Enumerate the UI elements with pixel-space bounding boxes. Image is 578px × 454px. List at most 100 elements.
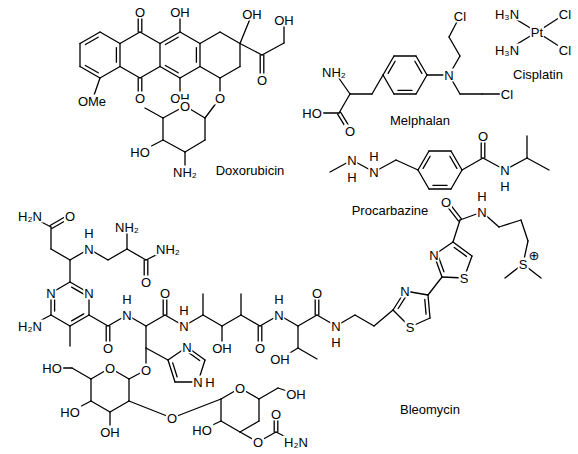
atom-label: N [45,287,56,300]
atom-label: N [192,376,203,389]
bond-line [172,399,221,418]
atom-label: OH [169,6,191,19]
atom-label: N [83,243,94,256]
atom-label: H₂N [283,436,309,449]
atom-label: O [166,412,178,425]
atom-label: N [346,154,357,167]
bond-line [298,348,317,359]
bond-line [374,310,393,326]
bond-line [72,314,84,321]
bond-line [220,399,221,421]
atom-label: OH [273,14,295,27]
atom-label: NH₂ [172,166,198,179]
bond-line [128,379,129,401]
atom-label: O [214,92,226,105]
atom-label: H₂N [17,320,43,333]
atom-label: O [252,436,264,449]
bond-line [526,136,527,158]
bond-line [159,44,160,67]
bond-line [462,158,483,170]
atom-label: H₂N [17,210,43,223]
bond-line [51,249,70,260]
atom-label: O [270,408,282,421]
bond-line [372,75,383,94]
bond-line [119,44,120,67]
bond-line [258,399,259,421]
atom-label: O [104,362,116,375]
atom-label: H [204,376,215,389]
atom-label: N [330,320,341,333]
bond-line [168,360,175,382]
atom-label: H [83,227,94,240]
atom-label: OH [285,388,307,401]
bond-line [120,32,140,44]
atom-label: O [344,125,356,138]
bond-line [185,140,205,152]
atom-label: NH₂ [321,66,347,79]
bond-line [240,44,262,56]
bond-line [140,32,160,44]
atom-label: H [368,150,379,163]
bond-line [204,118,205,140]
bond-line [180,32,200,44]
skeleton-group [30,201,541,442]
atom-label: O [256,74,268,87]
atom-label: OH [99,426,121,439]
bond-line [240,421,259,432]
bond-line [418,170,429,189]
bond-line [451,170,462,189]
atom-label: N [499,164,510,177]
atom-label: Cl [558,44,572,57]
atom-label: Pt [530,26,544,39]
atom-label: H₃N [494,44,520,57]
bond-line [416,75,427,94]
atom-label: N [121,309,132,322]
compound-name: Bleomycin [399,403,461,416]
bond-line [429,150,451,151]
bond-line [394,93,416,94]
bond-line [180,67,200,79]
bond-line [146,315,165,326]
bond-line [449,37,460,56]
atom-label: NH₂ [155,243,181,256]
atom-label: N [368,166,379,179]
bond-line [72,287,84,294]
bond-line [202,294,203,315]
compound-name: Cisplatin [512,68,564,81]
atom-label: O [477,130,489,143]
atom-label: HO [41,362,63,375]
bond-line [222,315,241,326]
bond-line [85,65,98,72]
atom-label: O [234,382,246,395]
bond-line [453,242,472,256]
bond-line [423,156,430,168]
bond-line [394,55,416,56]
bond-line [165,65,178,72]
bond-line [428,295,430,318]
bond-line [100,67,120,79]
bond-line [145,108,163,118]
atom-label: OH [211,342,233,355]
bond-line [85,37,98,44]
atom-label: HO [301,107,323,120]
bond-line [241,315,260,326]
bond-line [69,326,70,346]
bond-line [221,421,240,432]
bond-line [100,32,120,44]
bond-line [196,48,197,63]
bond-line [521,220,528,241]
atom-label: N [476,206,487,219]
bond-line [116,48,117,63]
atom-label: ⊕ [528,249,541,262]
bond-line [51,315,70,326]
atom-label: N [181,341,192,354]
atom-label: O [254,342,266,355]
bond-line [163,140,185,152]
atom-label: N [399,285,410,298]
atom-label: H [499,180,510,193]
atom-label: O [64,210,76,223]
bond-line [499,220,521,227]
bond-line [433,185,447,186]
bond-line [188,352,200,360]
